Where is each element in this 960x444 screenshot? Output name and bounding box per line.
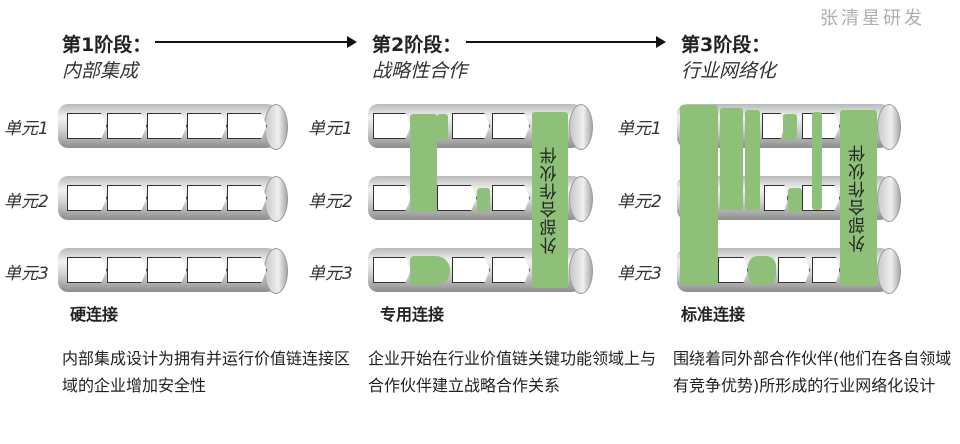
arrow-icon — [466, 36, 666, 48]
chevron-step — [107, 257, 147, 283]
link-type-label: 标准连接 — [681, 305, 746, 324]
stage-1-title: 第1阶段： — [62, 34, 152, 56]
unit-label: 单元3 — [308, 264, 353, 284]
unit-label: 单元1 — [4, 119, 49, 139]
stage-3-subtitle: 行业网络化 — [681, 60, 777, 82]
chevron-step — [373, 257, 411, 283]
standard-link-block — [812, 112, 822, 210]
unit-label: 单元3 — [4, 264, 49, 284]
standard-link-block — [720, 108, 743, 210]
chevron-step — [187, 113, 227, 139]
chevron-step — [67, 185, 107, 211]
dedicated-link-block — [410, 256, 450, 285]
chevron-step — [227, 185, 267, 211]
chevron-step — [227, 113, 267, 139]
dedicated-link-block — [437, 114, 448, 140]
chevron-step — [492, 257, 530, 283]
chevron-step — [147, 257, 187, 283]
chevron-step — [147, 113, 187, 139]
standard-link-block — [783, 114, 797, 140]
chevron-step — [778, 257, 810, 283]
chevron-step — [67, 257, 107, 283]
stage-3-title: 第3阶段： — [681, 34, 771, 56]
standard-link-block — [745, 110, 760, 210]
link-type-label: 硬连接 — [70, 305, 119, 324]
chevron-step — [492, 185, 530, 211]
dedicated-link-block — [410, 114, 437, 212]
stage-2-title: 第2阶段： — [372, 34, 462, 56]
chevron-step — [718, 257, 748, 283]
chevron-step — [812, 257, 840, 283]
stage-description: 内部集成设计为拥有并运行价值链连接区域的企业增加安全性 — [62, 349, 351, 395]
dedicated-link-block — [477, 188, 490, 212]
unit-label: 单元2 — [617, 192, 662, 212]
standard-link-block — [680, 105, 718, 285]
chevron-step — [187, 257, 227, 283]
chevron-step — [107, 113, 147, 139]
external-partner-bar: 外部合作伙伴 — [840, 110, 877, 286]
unit-label: 单元1 — [617, 119, 662, 139]
chevron-step — [762, 113, 784, 139]
chevron-step — [373, 185, 411, 211]
chevron-step — [437, 185, 477, 211]
arrow-icon — [155, 36, 357, 48]
stage-description: 围绕着同外部合作伙伴(他们在各自领域有竞争优势)所形成的行业网络化设计 — [673, 349, 952, 395]
stage-description: 企业开始在行业价值链关键功能领域上与合作伙伴建立战略合作关系 — [368, 349, 657, 395]
chevron-step — [147, 185, 187, 211]
unit-label: 单元2 — [4, 192, 49, 212]
chevron-step — [492, 113, 530, 139]
unit-label: 单元2 — [308, 192, 353, 212]
standard-link-block — [748, 256, 776, 285]
chevron-step — [764, 185, 788, 211]
stage-2-subtitle: 战略性合作 — [372, 60, 468, 82]
chevron-step — [452, 257, 490, 283]
chevron-step — [227, 257, 267, 283]
chevron-step — [107, 185, 147, 211]
chevron-step — [373, 113, 411, 139]
standard-link-block — [788, 188, 802, 212]
stage-1-subtitle: 内部集成 — [62, 60, 139, 82]
external-partner-bar: 外部合作伙伴 — [532, 112, 568, 288]
chevron-step — [67, 113, 107, 139]
link-type-label: 专用连接 — [380, 305, 445, 324]
unit-label: 单元1 — [308, 119, 353, 139]
chevron-step — [187, 185, 227, 211]
watermark: 张清星研发 — [820, 8, 925, 29]
chevron-step — [452, 113, 490, 139]
unit-label: 单元3 — [617, 264, 662, 284]
